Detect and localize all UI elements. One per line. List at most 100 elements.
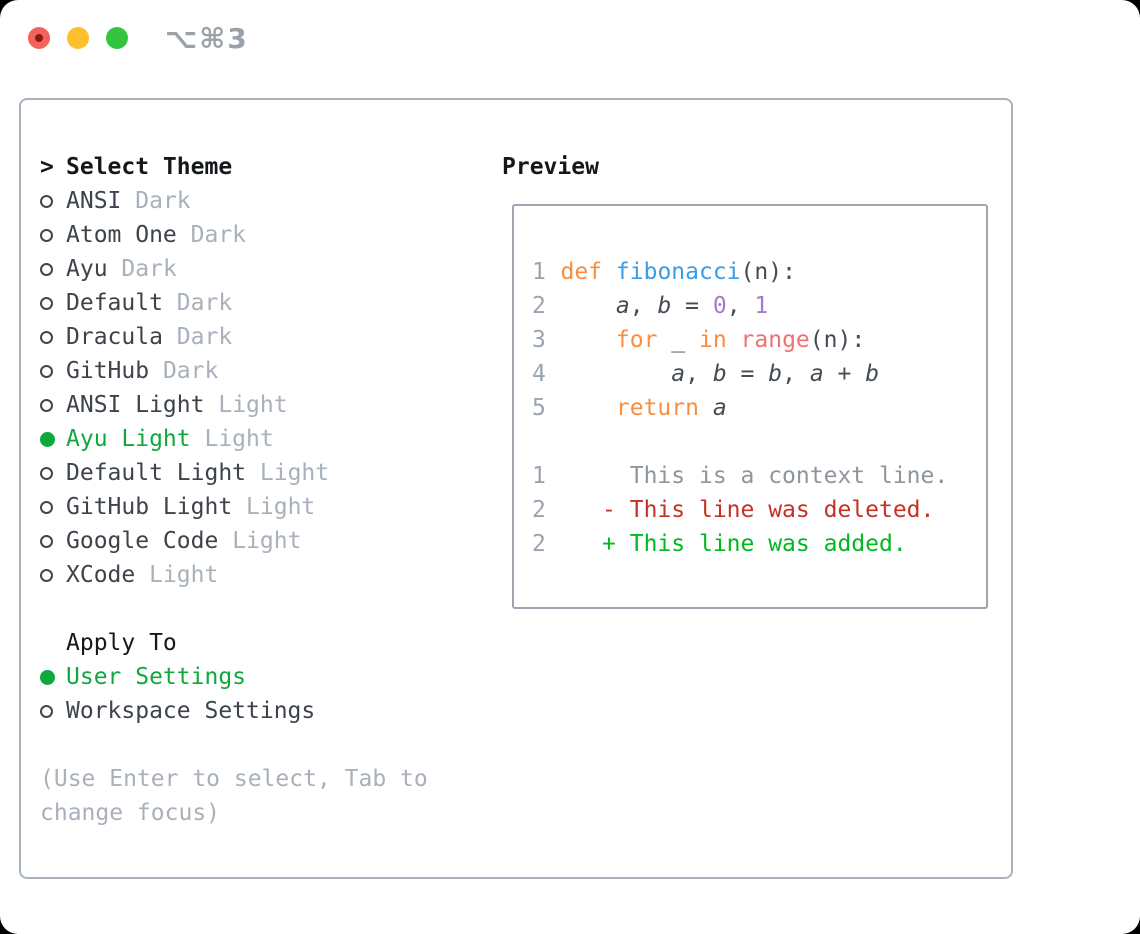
theme-option-default-light[interactable]: Default Light Light xyxy=(40,456,490,490)
code-token xyxy=(602,259,616,285)
radio-icon xyxy=(40,568,66,582)
code-token: - This line was deleted. xyxy=(560,497,935,523)
spacer-text xyxy=(191,422,205,456)
apply-option-user-settings[interactable]: User Settings xyxy=(40,660,490,694)
code-token: a xyxy=(809,361,824,387)
radio-icon xyxy=(40,194,66,208)
theme-variant-tag: Light xyxy=(246,494,316,520)
code-token: def xyxy=(560,259,603,285)
radio-icon xyxy=(40,296,53,310)
code-token xyxy=(561,293,616,319)
close-button[interactable] xyxy=(28,27,50,49)
preview-title: Preview xyxy=(502,154,599,180)
radio-icon xyxy=(40,704,53,718)
theme-name: GitHub xyxy=(66,358,150,384)
radio-icon xyxy=(40,500,53,514)
theme-option-ayu[interactable]: Ayu Dark xyxy=(40,252,490,286)
radio-icon xyxy=(40,364,66,378)
code-line: 3 for _ in range(n): xyxy=(532,323,974,357)
theme-option-github[interactable]: GitHub Dark xyxy=(40,354,490,388)
radio-icon xyxy=(40,330,66,344)
code-token: This is a context line. xyxy=(560,463,949,489)
code-token: a xyxy=(671,361,686,387)
radio-icon xyxy=(40,262,53,276)
line-number: 1 xyxy=(532,463,546,489)
theme-option-ayu-light[interactable]: Ayu Light Light xyxy=(40,422,490,456)
radio-icon xyxy=(40,500,66,514)
line-number: 2 xyxy=(532,293,546,319)
apply-option-label: User Settings xyxy=(66,664,247,690)
code-token: = xyxy=(726,361,769,387)
code-text: a, b = 0, 1 xyxy=(561,289,768,323)
close-dot-icon xyxy=(35,34,43,42)
zoom-button[interactable] xyxy=(106,27,128,49)
theme-option-dracula[interactable]: Dracula Dark xyxy=(40,320,490,354)
code-text: for _ in range(n): xyxy=(561,323,866,357)
theme-variant-tag: Light xyxy=(232,528,302,554)
code-line xyxy=(532,425,974,459)
radio-icon xyxy=(40,330,53,344)
code-line: 2 - This line was deleted. xyxy=(532,493,974,527)
code-token: for xyxy=(615,327,658,353)
theme-option-default[interactable]: Default Dark xyxy=(40,286,490,320)
code-token: b xyxy=(657,293,672,319)
section-title-apply-to: Apply To xyxy=(66,630,177,656)
code-token: in xyxy=(698,327,727,353)
theme-option-google-code[interactable]: Google Code Light xyxy=(40,524,490,558)
code-token: (n): xyxy=(809,327,866,353)
spacer xyxy=(40,728,490,762)
spacer-text xyxy=(121,184,135,218)
theme-variant-tag: Light xyxy=(218,392,288,418)
code-token: + xyxy=(823,361,866,387)
code-token: b xyxy=(712,361,727,387)
theme-variant-tag: Light xyxy=(204,426,274,452)
code-token: , xyxy=(685,361,713,387)
radio-selected-icon xyxy=(40,431,55,447)
code-token: , xyxy=(726,293,755,319)
code-line: 1 This is a context line. xyxy=(532,459,974,493)
code-token xyxy=(561,327,616,353)
theme-name: XCode xyxy=(66,562,136,588)
code-text: a, b = b, a + b xyxy=(561,357,879,391)
spacer-text xyxy=(163,320,177,354)
code-text: + This line was added. xyxy=(561,527,907,561)
apply-option-workspace-settings[interactable]: Workspace Settings xyxy=(40,694,490,728)
theme-variant-tag: Dark xyxy=(176,290,233,316)
radio-selected-icon xyxy=(40,669,55,685)
section-title-select-theme: Select Theme xyxy=(66,154,233,180)
theme-option-ansi[interactable]: ANSI Dark xyxy=(40,184,490,218)
apply-to-header: Apply To xyxy=(40,626,490,660)
radio-icon xyxy=(40,466,66,480)
code-token: a xyxy=(712,395,727,421)
spacer-text xyxy=(177,218,191,252)
theme-name: Atom One xyxy=(66,222,177,248)
theme-name: GitHub Light xyxy=(66,494,233,520)
theme-option-github-light[interactable]: GitHub Light Light xyxy=(40,490,490,524)
theme-variant-tag: Dark xyxy=(135,188,191,214)
radio-icon xyxy=(40,364,53,378)
theme-variant-tag: Dark xyxy=(162,358,219,384)
spacer-text xyxy=(149,354,163,388)
code-token: 0 xyxy=(712,293,727,319)
radio-icon xyxy=(40,704,66,718)
theme-option-xcode[interactable]: XCode Light xyxy=(40,558,490,592)
spacer-text xyxy=(163,286,177,320)
theme-variant-tag: Dark xyxy=(176,324,233,350)
radio-selected-icon xyxy=(40,669,66,685)
code-token xyxy=(727,327,741,353)
theme-option-ansi-light[interactable]: ANSI Light Light xyxy=(40,388,490,422)
spacer-text xyxy=(232,490,246,524)
spacer-text xyxy=(218,524,232,558)
theme-option-atom-one[interactable]: Atom One Dark xyxy=(40,218,490,252)
keyboard-shortcut-label: ⌥⌘3 xyxy=(165,22,249,55)
hint-text-line-1: (Use Enter to select, Tab to xyxy=(40,766,428,792)
minimize-button[interactable] xyxy=(67,27,89,49)
code-token: return xyxy=(615,395,699,421)
spacer-text xyxy=(246,456,260,490)
radio-icon xyxy=(40,398,53,412)
code-token xyxy=(699,395,713,421)
line-number xyxy=(532,425,546,459)
